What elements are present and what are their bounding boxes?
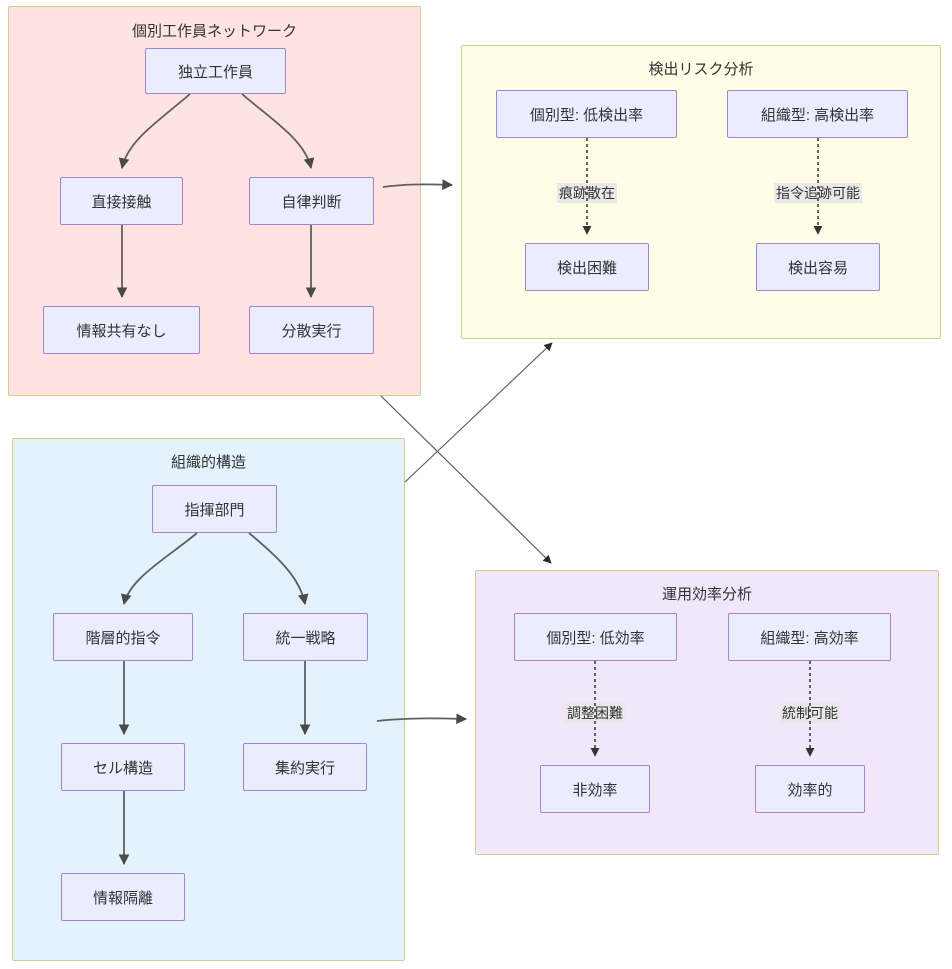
node-inefficient[interactable]: 非効率 bbox=[540, 765, 650, 813]
node-label: 個別型: 低検出率 bbox=[529, 106, 644, 124]
edge-label-order-traceable: 指令追跡可能 bbox=[774, 183, 862, 203]
edge-label-control-possible: 統制可能 bbox=[780, 703, 840, 723]
node-information-isolation[interactable]: 情報隔離 bbox=[61, 873, 185, 921]
node-label: 組織型: 高検出率 bbox=[760, 106, 875, 124]
node-label: 効率的 bbox=[787, 781, 833, 799]
node-label: 検出困難 bbox=[556, 259, 617, 277]
node-label: 非効率 bbox=[572, 781, 618, 799]
edge-organizational-structure-to-detection-risk bbox=[404, 342, 553, 483]
cluster-title-operational-efficiency-analysis: 運用効率分析 bbox=[661, 586, 752, 603]
node-autonomous-judgment[interactable]: 自律判断 bbox=[249, 177, 374, 225]
node-label: 指揮部門 bbox=[184, 501, 245, 519]
node-aggregated-execution[interactable]: 集約実行 bbox=[243, 743, 367, 791]
node-no-info-sharing[interactable]: 情報共有なし bbox=[43, 306, 200, 354]
node-distributed-execution[interactable]: 分散実行 bbox=[249, 306, 374, 354]
node-unified-strategy[interactable]: 統一戦略 bbox=[243, 613, 368, 661]
node-label: 自律判断 bbox=[281, 193, 342, 211]
cluster-title-detection-risk-analysis: 検出リスク分析 bbox=[648, 61, 754, 78]
node-hierarchical-command[interactable]: 階層的指令 bbox=[53, 613, 193, 661]
node-label: 直接接触 bbox=[91, 193, 152, 211]
edge-individual-network-to-efficiency bbox=[380, 395, 552, 564]
node-label: 組織型: 高効率 bbox=[760, 629, 859, 647]
edge-label-adjustment-difficult: 調整困難 bbox=[565, 703, 625, 723]
node-direct-contact[interactable]: 直接接触 bbox=[60, 177, 183, 225]
node-efficient[interactable]: 効率的 bbox=[755, 765, 865, 813]
node-cell-structure[interactable]: セル構造 bbox=[61, 743, 185, 791]
node-label: 個別型: 低効率 bbox=[546, 629, 645, 647]
node-label: 情報共有なし bbox=[76, 322, 167, 340]
node-label: セル構造 bbox=[92, 759, 153, 777]
node-label: 集約実行 bbox=[274, 759, 335, 777]
node-detection-easy[interactable]: 検出容易 bbox=[756, 243, 880, 291]
node-individual-low-efficiency[interactable]: 個別型: 低効率 bbox=[514, 613, 677, 661]
node-organizational-high-efficiency[interactable]: 組織型: 高効率 bbox=[728, 613, 891, 661]
node-label: 階層的指令 bbox=[85, 629, 161, 647]
node-command-division[interactable]: 指揮部門 bbox=[152, 485, 277, 533]
node-label: 統一戦略 bbox=[275, 629, 336, 647]
node-detection-difficult[interactable]: 検出困難 bbox=[525, 243, 649, 291]
node-label: 検出容易 bbox=[787, 259, 848, 277]
node-individual-low-detection[interactable]: 個別型: 低検出率 bbox=[496, 90, 677, 138]
cluster-title-individual-network: 個別工作員ネットワーク bbox=[131, 23, 297, 40]
node-label: 情報隔離 bbox=[92, 889, 153, 907]
node-label: 分散実行 bbox=[281, 322, 342, 340]
node-organizational-high-detection[interactable]: 組織型: 高検出率 bbox=[727, 90, 908, 138]
edge-label-trace-scattered: 痕跡散在 bbox=[557, 183, 617, 203]
cluster-title-organizational-structure: 組織的構造 bbox=[170, 454, 246, 471]
node-independent-operative[interactable]: 独立工作員 bbox=[145, 48, 286, 94]
node-label: 独立工作員 bbox=[177, 63, 253, 81]
